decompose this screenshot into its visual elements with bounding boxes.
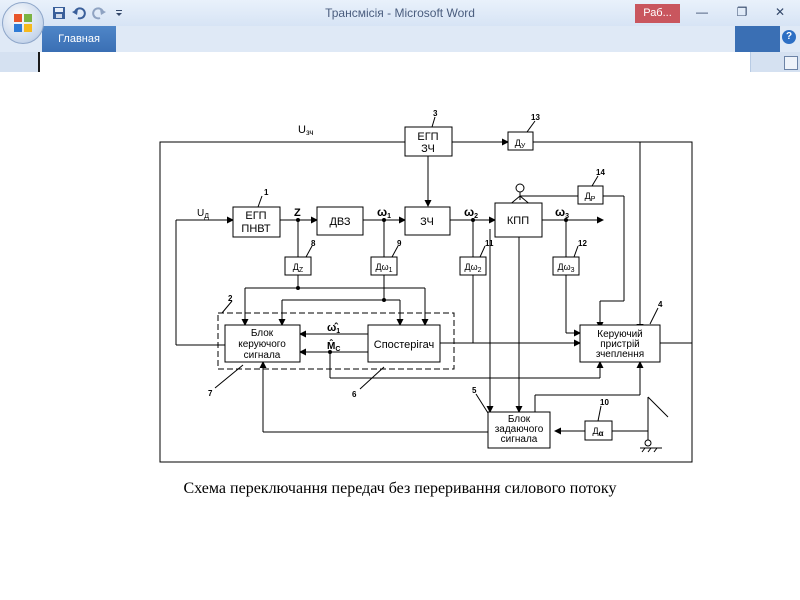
control-line3: сигнала <box>244 350 281 361</box>
minimize-button[interactable]: — <box>696 5 708 19</box>
office-logo-icon <box>14 14 32 32</box>
callout-9: 9 <box>397 239 402 248</box>
callout-2: 2 <box>228 294 233 303</box>
callout-8: 8 <box>311 239 316 248</box>
sensor-dz-label: ДZ <box>293 262 304 274</box>
egp-zch-line1: ЕГП <box>417 131 438 143</box>
callout-5: 5 <box>472 386 477 395</box>
close-button[interactable]: ✕ <box>774 5 786 19</box>
sensor-dw2-label: Дω2 <box>464 262 481 274</box>
clutch-line3: зчеплення <box>596 349 644 360</box>
w3-label: ω3 <box>555 205 569 220</box>
office-button[interactable] <box>2 2 44 44</box>
zch-block <box>404 206 451 236</box>
control-signal-block <box>224 324 301 363</box>
callout-13: 13 <box>531 113 540 122</box>
zch-label: ЗЧ <box>420 216 434 228</box>
figure-caption: Схема переключання передач без перериван… <box>183 480 617 497</box>
undo-icon[interactable] <box>72 6 86 20</box>
control-line2: керуючого <box>238 339 286 350</box>
egp-pnvt-line1: ЕГП <box>245 210 266 222</box>
setting-signal-block <box>487 411 551 449</box>
egp-zch-line2: ЗЧ <box>421 143 435 155</box>
sensor-dr-label: ДР <box>585 191 596 203</box>
window-title: Трансмісія - Microsoft Word <box>325 6 475 20</box>
ud-label: UД <box>197 208 209 220</box>
clutch-controller-block <box>579 324 661 363</box>
callout-4: 4 <box>658 300 663 309</box>
ribbon <box>0 26 800 52</box>
setting-line2: задаючого <box>495 424 544 435</box>
callout-6: 6 <box>352 390 357 399</box>
sensor-dalpha <box>584 420 613 441</box>
callout-10: 10 <box>600 398 609 407</box>
callout-14: 14 <box>596 168 605 177</box>
egp-pnvt-line2: ПНВТ <box>241 223 270 235</box>
callout-1: 1 <box>264 188 269 197</box>
quick-access-toolbar <box>52 5 126 21</box>
outer-frame <box>159 141 693 463</box>
callout-11: 11 <box>485 239 494 248</box>
sensor-dz <box>284 256 312 276</box>
setting-line1: Блок <box>508 414 531 425</box>
ribbon-right-area <box>735 26 780 52</box>
mc-hat-label: M̂C <box>327 339 340 353</box>
callout-7: 7 <box>208 389 213 398</box>
help-icon[interactable]: ? <box>782 30 796 44</box>
kpp-label: КПП <box>507 215 529 227</box>
observer-block <box>367 324 441 363</box>
taskbar-tab[interactable]: Раб... <box>635 4 680 23</box>
dvz-block <box>316 206 364 236</box>
kpp-block <box>494 202 543 238</box>
w2-label: ω2 <box>464 205 478 220</box>
horizontal-ruler <box>38 52 751 72</box>
egp-zch-block <box>404 126 453 157</box>
redo-icon[interactable] <box>92 6 106 20</box>
w1-label: ω1 <box>377 205 391 220</box>
sensor-dalpha-label: Дα <box>592 426 603 438</box>
sensor-dw1 <box>370 256 398 276</box>
view-ruler-icon[interactable] <box>784 56 798 70</box>
egp-pnvt-block <box>232 206 281 238</box>
callout-12: 12 <box>578 239 587 248</box>
w1-hat-label: ω̂1 <box>327 322 340 335</box>
control-line1: Блок <box>251 328 274 339</box>
title-bar: Трансмісія - Microsoft Word Раб... — ❐ ✕ <box>0 0 800 27</box>
customize-qat-icon[interactable] <box>112 6 126 20</box>
callout-3: 3 <box>433 109 438 118</box>
sensor-du-label: ДУ <box>515 138 526 150</box>
z-label: Z <box>294 207 301 219</box>
observer-label: Спостерігач <box>374 339 435 351</box>
u-zch-label: Uзч <box>298 124 314 137</box>
sensor-du <box>507 131 534 151</box>
sensor-dr <box>577 185 604 205</box>
sensor-dw3 <box>552 256 580 276</box>
sensor-dw1-label: Дω1 <box>375 262 392 274</box>
clutch-line2: пристрій <box>600 339 640 350</box>
dvz-label: ДВЗ <box>329 216 350 228</box>
save-icon[interactable] <box>52 6 66 20</box>
setting-line3: сигнала <box>501 434 538 445</box>
clutch-line1: Керуючий <box>597 329 643 340</box>
sensor-dw3-label: Дω3 <box>557 262 574 274</box>
sensor-dw2 <box>459 256 487 276</box>
tab-home[interactable]: Главная <box>42 26 116 52</box>
restore-button[interactable]: ❐ <box>736 5 748 19</box>
